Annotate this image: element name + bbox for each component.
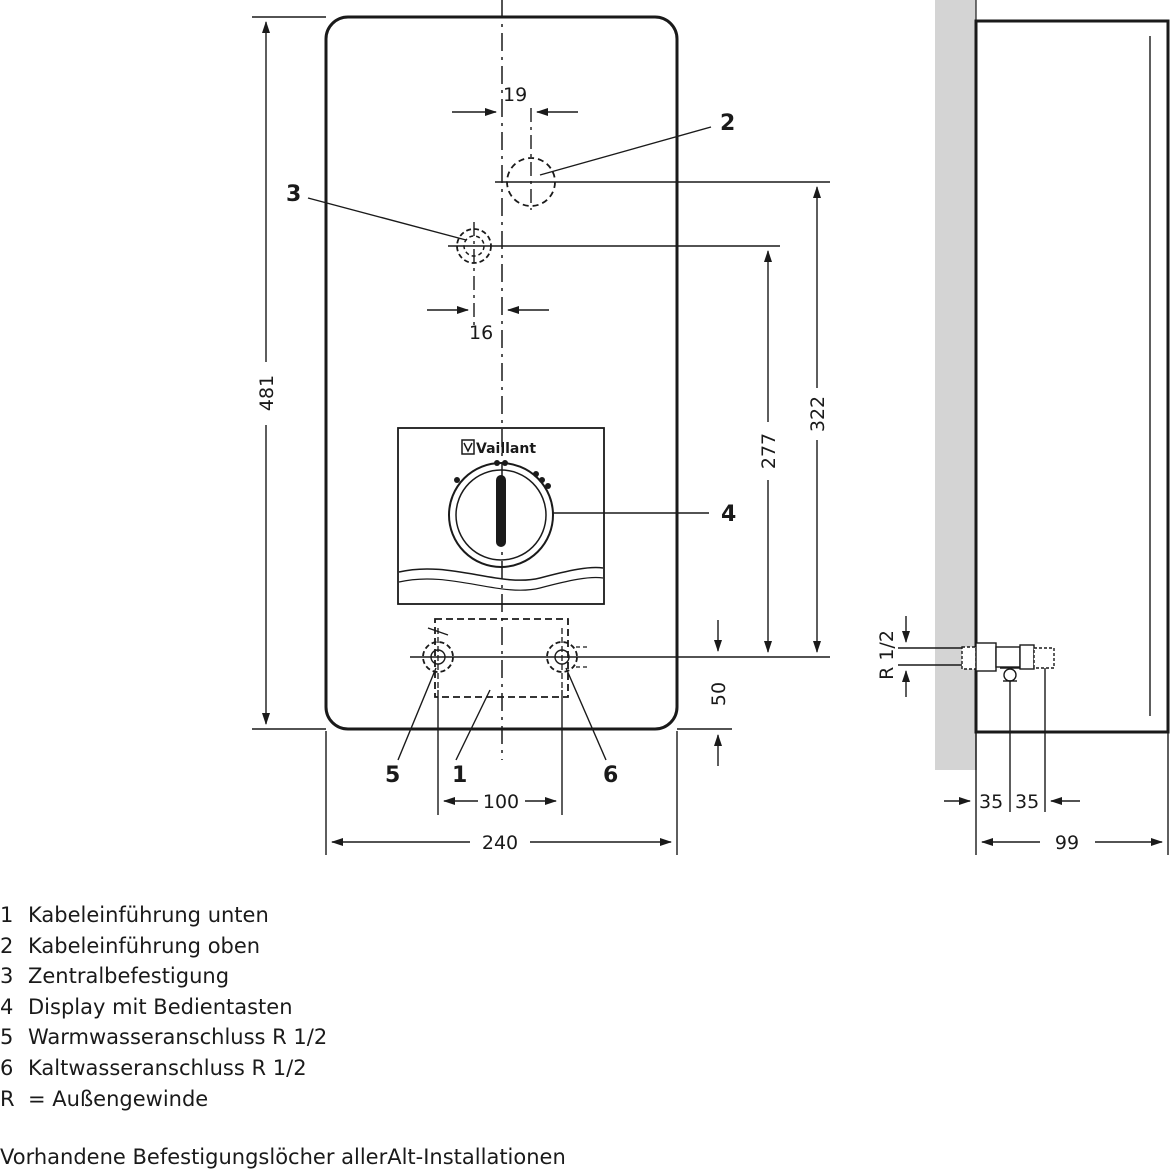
dim-100: 100	[483, 791, 519, 813]
knob-pointer	[496, 475, 506, 547]
callout-2: 2	[720, 111, 735, 136]
dim-thread: R 1/2	[876, 630, 898, 680]
warm-water-connection	[422, 627, 454, 690]
dim-50: 50	[708, 682, 730, 706]
dim-322: 322	[807, 396, 829, 432]
callout-1: 1	[452, 763, 467, 788]
dim-99: 99	[1055, 832, 1079, 854]
callout-3: 3	[286, 182, 301, 207]
vaillant-hare-logo-icon	[461, 439, 475, 455]
callout-4: 4	[721, 502, 736, 527]
wall	[935, 0, 976, 770]
dim-35-right: 35	[1015, 791, 1039, 813]
side-view: R 1/2 35 35 99	[876, 0, 1170, 855]
legend-item: R= Außengewinde	[0, 1086, 209, 1111]
dim-277: 277	[758, 433, 780, 469]
control-knob	[448, 462, 554, 568]
pipe-fittings	[961, 642, 1055, 682]
dim-481: 481	[256, 375, 278, 411]
cold-water-connection	[546, 628, 590, 690]
callout-5: 5	[385, 763, 400, 788]
technical-drawing: Vaillant	[252, 0, 1170, 855]
dim-240: 240	[482, 832, 518, 854]
brand-logo-text: Vaillant	[476, 441, 536, 457]
footnote: Vorhandene Befestigungslöcher allerAlt-I…	[0, 1145, 566, 1169]
front-dimensions	[252, 16, 821, 855]
callout-6: 6	[603, 763, 618, 788]
dim-16: 16	[469, 322, 493, 344]
dim-35-left: 35	[979, 791, 1003, 813]
device-body-side	[974, 19, 1170, 734]
dim-19: 19	[503, 84, 527, 106]
control-panel	[397, 427, 605, 605]
cable-entry-bottom	[434, 618, 569, 698]
front-view: Vaillant	[307, 0, 830, 761]
